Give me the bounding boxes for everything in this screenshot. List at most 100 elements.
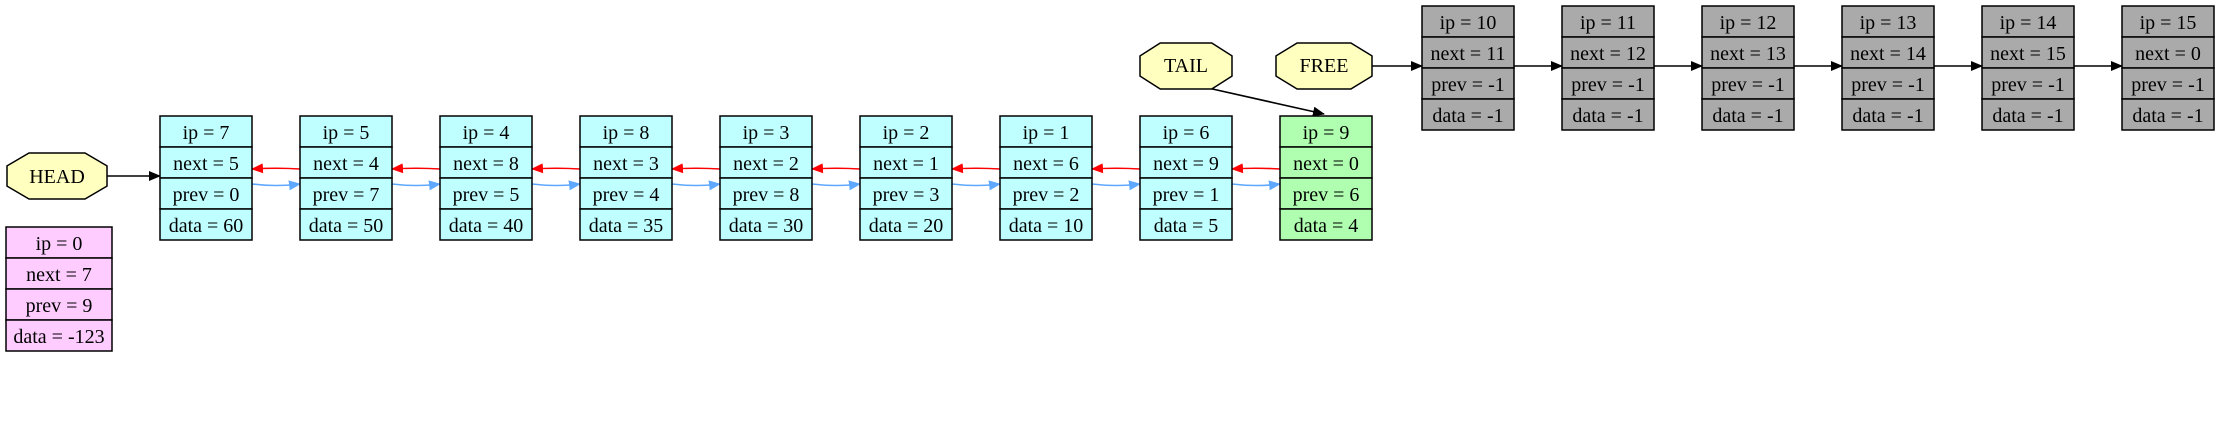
node-field: data = 50 [309, 215, 384, 237]
node-cell [1841, 98, 1935, 131]
node-field: next = 1 [873, 153, 939, 175]
node-field: prev = 1 [1153, 184, 1220, 206]
node-cell [1701, 36, 1795, 69]
node-field: next = 6 [1013, 153, 1079, 175]
node-field: data = -1 [1712, 105, 1783, 127]
node-field: prev = 2 [1013, 184, 1080, 206]
node-cell [1561, 5, 1655, 38]
node-cell [719, 115, 813, 148]
node-field: next = 4 [313, 153, 379, 175]
node-field: ip = 1 [1023, 122, 1070, 144]
node-field: prev = 6 [1293, 184, 1360, 206]
head-label: HEAD [29, 166, 85, 188]
node-field: next = 13 [1710, 43, 1786, 65]
node-cell [1279, 146, 1373, 179]
node-field: next = 5 [173, 153, 239, 175]
node-field: ip = 7 [183, 122, 230, 144]
node-cell [999, 208, 1093, 241]
node-field: prev = 5 [453, 184, 520, 206]
sentinel-field: prev = 9 [26, 295, 93, 317]
node-field: ip = 15 [2140, 12, 2197, 34]
node-cell [299, 115, 393, 148]
node-field: next = 8 [453, 153, 519, 175]
node-cell [719, 146, 813, 179]
prev-edge [1231, 180, 1281, 191]
node-cell [439, 177, 533, 210]
node-field: ip = 3 [743, 122, 790, 144]
free-label-node: FREE [1275, 42, 1373, 90]
next-edge [391, 163, 441, 174]
node-field: prev = 4 [593, 184, 660, 206]
node-cell [1981, 67, 2075, 100]
node-field: data = -1 [1992, 105, 2063, 127]
node-field: data = -1 [1852, 105, 1923, 127]
node-cell [1421, 5, 1515, 38]
node-cell [719, 208, 813, 241]
node-field: data = -1 [2132, 105, 2203, 127]
node-cell [859, 146, 953, 179]
node-cell [999, 177, 1093, 210]
node-cell [1981, 5, 2075, 38]
next-edge [811, 163, 861, 174]
node-cell [1139, 115, 1233, 148]
node-cell [1421, 67, 1515, 100]
node-cell [2121, 5, 2215, 38]
node-field: prev = -1 [1431, 74, 1504, 96]
node-field: ip = 6 [1163, 122, 1210, 144]
node-field: data = -1 [1432, 105, 1503, 127]
node-field: data = -1 [1572, 105, 1643, 127]
node-field: ip = 10 [1440, 12, 1497, 34]
sentinel-field: data = -123 [13, 326, 104, 348]
next-edge [251, 163, 301, 174]
node-field: ip = 4 [463, 122, 510, 144]
node-field: next = 2 [733, 153, 799, 175]
node-cell [1139, 177, 1233, 210]
prev-edge [951, 180, 1001, 191]
node-field: data = 35 [589, 215, 664, 237]
node-field: data = 20 [869, 215, 944, 237]
edges-layer [107, 61, 2123, 191]
node-field: prev = 8 [733, 184, 800, 206]
free-label: FREE [1300, 55, 1349, 77]
node-field: prev = 0 [173, 184, 240, 206]
node-cell [2121, 36, 2215, 69]
node-field: ip = 2 [883, 122, 930, 144]
node-cell [859, 208, 953, 241]
sentinel-node: ip = 0 next = 7 prev = 9 data = -123 [5, 226, 113, 352]
node-field: prev = -1 [1991, 74, 2064, 96]
node-cell [1279, 177, 1373, 210]
node-field: ip = 8 [603, 122, 650, 144]
node-field: data = 4 [1294, 215, 1359, 237]
list-node-ip-2: ip = 2 next = 1 prev = 3 data = 20 [859, 115, 953, 241]
tail-label-node: TAIL [1139, 42, 1233, 90]
prev-edge [251, 180, 301, 191]
node-cell [1701, 98, 1795, 131]
node-field: ip = 11 [1580, 12, 1636, 34]
node-cell [159, 208, 253, 241]
node-cell [859, 177, 953, 210]
node-field: next = 12 [1570, 43, 1646, 65]
node-field: next = 9 [1153, 153, 1219, 175]
node-field: prev = 3 [873, 184, 940, 206]
node-cell [579, 146, 673, 179]
node-cell [1279, 208, 1373, 241]
node-cell [1841, 5, 1935, 38]
node-cell [299, 177, 393, 210]
node-field: ip = 13 [1860, 12, 1917, 34]
node-cell [2121, 98, 2215, 131]
node-field: data = 30 [729, 215, 804, 237]
node-field: next = 0 [1293, 153, 1359, 175]
node-cell [579, 177, 673, 210]
node-cell [1139, 146, 1233, 179]
tail-label: TAIL [1164, 55, 1208, 77]
